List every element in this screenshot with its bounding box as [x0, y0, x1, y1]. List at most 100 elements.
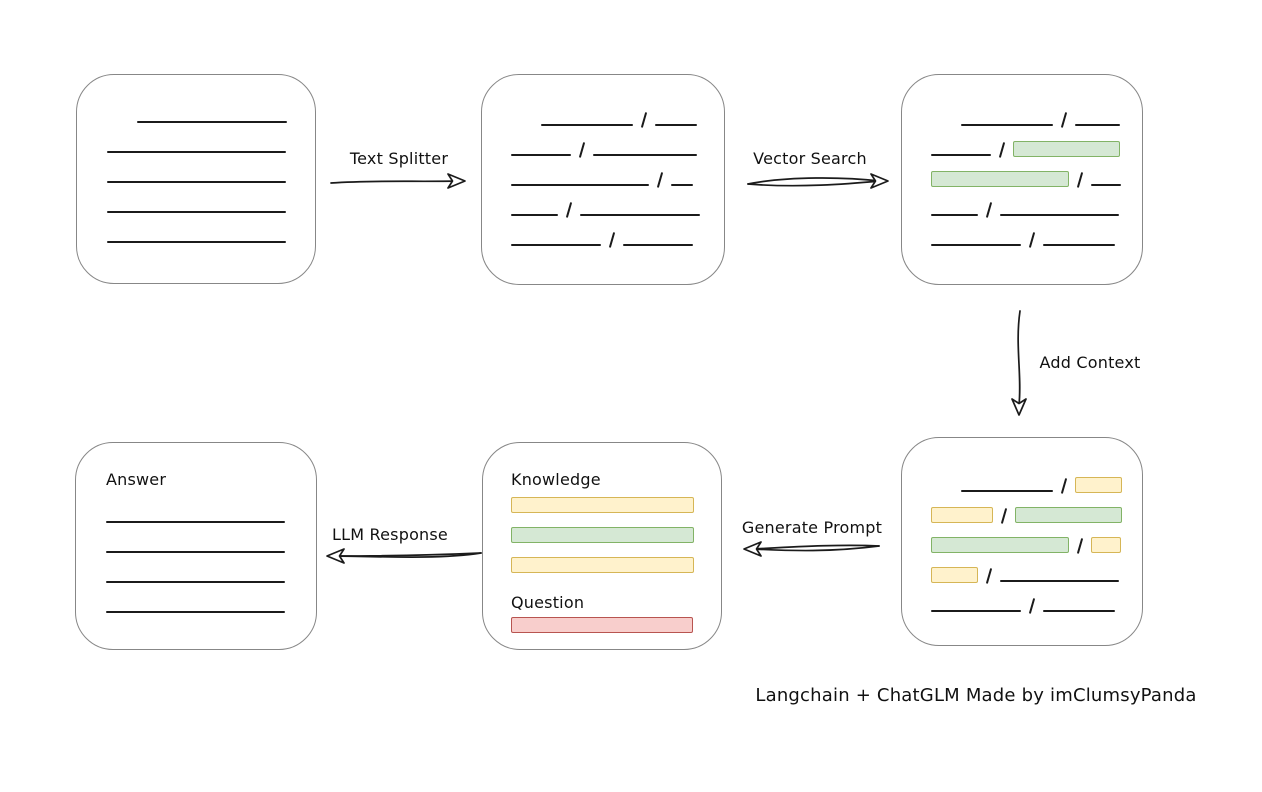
- generate-prompt-label: Generate Prompt: [741, 518, 883, 537]
- split-text-box: [481, 74, 725, 285]
- text-line: [107, 241, 286, 243]
- box-row: [511, 100, 724, 130]
- box-row: [931, 496, 1142, 526]
- split-slash: [1076, 172, 1084, 188]
- text-line: [593, 154, 698, 156]
- green-chunk: [931, 171, 1069, 187]
- box-row: [511, 130, 724, 160]
- text-line: [1075, 124, 1121, 126]
- box-row: [931, 160, 1142, 190]
- yellow-chunk: [931, 507, 993, 523]
- yellow-chunk: [1075, 477, 1123, 493]
- answer-label: Answer: [106, 469, 167, 489]
- text-line: [1091, 184, 1122, 186]
- box-row: [511, 497, 721, 527]
- yellow-chunk: [511, 557, 694, 573]
- caption: Langchain + ChatGLM Made by imClumsyPand…: [755, 685, 1197, 706]
- box-row: [931, 526, 1142, 556]
- box-row: [931, 466, 1142, 496]
- arrowhead: [447, 173, 466, 189]
- text-line: [1000, 214, 1120, 216]
- box-row: [931, 100, 1142, 130]
- text-line: [931, 214, 978, 216]
- split-slash: [998, 142, 1006, 158]
- box-row: [511, 617, 721, 647]
- text-line: [541, 124, 633, 126]
- box-row: [107, 127, 315, 157]
- text-line: [961, 490, 1053, 492]
- text-line: [107, 211, 286, 213]
- arrowhead: [1011, 398, 1027, 416]
- split-slash: [985, 202, 993, 218]
- split-slash: [1028, 232, 1036, 248]
- text-line: [931, 154, 991, 156]
- box-row: [511, 557, 721, 587]
- box-row: Answer: [106, 461, 316, 497]
- split-slash: [656, 172, 664, 188]
- text-line: [137, 121, 287, 123]
- box-row: [931, 220, 1142, 250]
- text-line: [106, 611, 285, 613]
- text-line: [1000, 580, 1120, 582]
- vector-matches-rows: [902, 75, 1142, 284]
- text-line: [106, 581, 285, 583]
- split-slash: [1060, 112, 1068, 128]
- arrowhead: [326, 548, 345, 564]
- arrowhead: [743, 541, 762, 557]
- box-row: [107, 97, 315, 127]
- yellow-chunk: [931, 567, 978, 583]
- add-context-arrow: [1011, 310, 1027, 416]
- yellow-chunk: [1091, 537, 1122, 553]
- add-context-label: Add Context: [1039, 353, 1141, 372]
- text-line: [1043, 244, 1116, 246]
- box-row: [931, 556, 1142, 586]
- text-line: [1043, 610, 1116, 612]
- box-row: Knowledge: [511, 461, 721, 497]
- llm-response-arrow: [326, 548, 482, 564]
- red-chunk: [511, 617, 693, 633]
- text-line: [511, 184, 649, 186]
- box-row: [106, 557, 316, 587]
- text-splitter-label: Text Splitter: [349, 149, 449, 168]
- text-splitter-arrow: [330, 173, 466, 189]
- text-line: [961, 124, 1053, 126]
- green-chunk: [1015, 507, 1123, 523]
- text-line: [623, 244, 694, 246]
- split-slash: [1028, 598, 1036, 614]
- source-document-box: [76, 74, 316, 284]
- text-line: [655, 124, 698, 126]
- split-slash: [565, 202, 573, 218]
- split-slash: [1060, 478, 1068, 494]
- vector-search-arrow: [747, 173, 889, 189]
- box-row: [106, 587, 316, 617]
- box-row: [511, 160, 724, 190]
- arrowhead: [870, 173, 889, 189]
- split-slash: [640, 112, 648, 128]
- context-chunks-box: [901, 437, 1143, 646]
- source-document-rows: [77, 75, 315, 283]
- split-slash: [1000, 508, 1008, 524]
- text-line: [107, 181, 286, 183]
- box-row: Question: [511, 587, 721, 617]
- split-slash: [1076, 538, 1084, 554]
- split-slash: [608, 232, 616, 248]
- box-row: [511, 190, 724, 220]
- box-row: [931, 586, 1142, 616]
- box-row: [107, 187, 315, 217]
- answer-box: Answer: [75, 442, 317, 650]
- text-line: [106, 551, 285, 553]
- box-row: [107, 157, 315, 187]
- green-chunk: [1013, 141, 1121, 157]
- context-chunks-rows: [902, 438, 1142, 645]
- box-row: [106, 497, 316, 527]
- vector-search-label: Vector Search: [753, 149, 867, 168]
- answer-rows: Answer: [76, 443, 316, 649]
- text-line: [511, 244, 601, 246]
- box-row: [511, 527, 721, 557]
- split-slash: [985, 568, 993, 584]
- text-line: [931, 244, 1021, 246]
- green-chunk: [931, 537, 1069, 553]
- text-line: [671, 184, 694, 186]
